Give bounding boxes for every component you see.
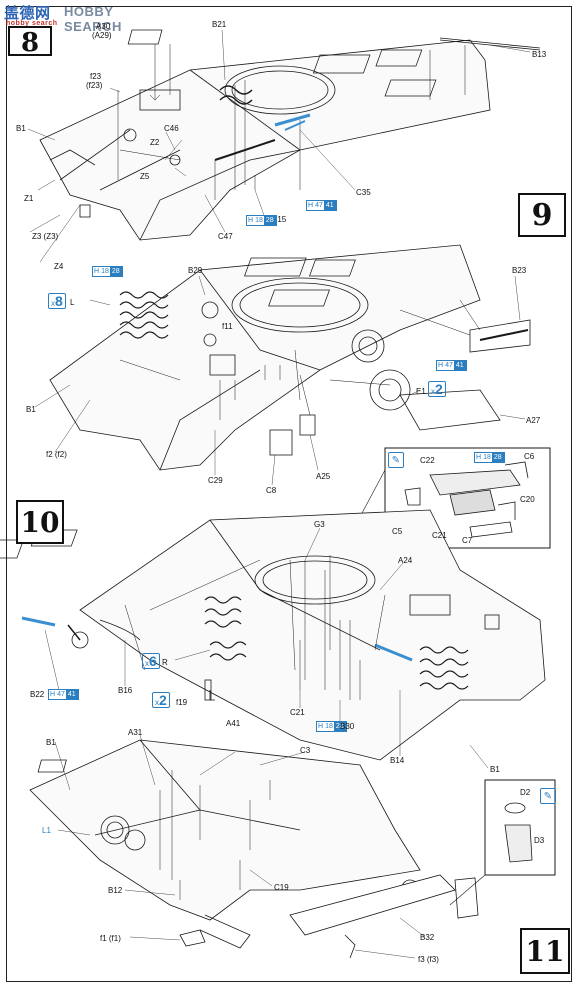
- page-border: [6, 6, 572, 982]
- part-label-z5: Z5: [140, 172, 150, 181]
- part-label-l1: L1: [42, 826, 51, 835]
- part-label-b1: B1: [16, 124, 26, 133]
- leader-lines: [27, 29, 531, 959]
- part-label-z4: Z4: [54, 262, 64, 271]
- part-label-f3: f3 (f3): [418, 955, 439, 964]
- step-number-8: 8: [8, 26, 52, 56]
- part-label-f2: f2 (f2): [46, 450, 67, 459]
- part-label-f19: f19: [176, 698, 188, 707]
- part-label-b30: B30: [340, 722, 355, 731]
- part-label-b12: B12: [108, 886, 123, 895]
- step-8-hull: [39, 29, 541, 241]
- part-label-b15: B15: [272, 215, 287, 224]
- part-label-d3: D3: [534, 836, 545, 845]
- watermark-en: HOBBY SEARCH: [64, 4, 122, 34]
- part-label-b22: B22: [30, 690, 45, 699]
- part-label-b1: B1: [26, 405, 36, 414]
- part-label-z2: Z2: [150, 138, 160, 147]
- part-label-a24: A24: [398, 556, 413, 565]
- part-label-l: L: [70, 298, 75, 307]
- watermark-sub: hobby search: [6, 20, 58, 27]
- part-label-c8: C8: [266, 486, 277, 495]
- watermark-logo: 盖德网 HOBBY SEARCH hobby search: [0, 0, 170, 34]
- part-label-a31: A31: [128, 728, 143, 737]
- step-number-9: 9: [518, 193, 566, 237]
- part-label-z1: Z1: [24, 194, 34, 203]
- part-label-c3: C3: [300, 746, 311, 755]
- step-11-inset: [449, 779, 556, 919]
- part-label-a30: A30: [96, 22, 111, 31]
- part-label-b13: B13: [532, 50, 547, 59]
- glue-hint-icon: ✎: [388, 452, 404, 468]
- part-label-a25: A25: [316, 472, 331, 481]
- part-label-c20: C20: [520, 495, 535, 504]
- part-label-b23: B23: [512, 266, 527, 275]
- watermark-cn: 盖德网: [4, 5, 51, 22]
- part-label-r: R: [162, 658, 168, 667]
- part-label-f23: f23: [90, 72, 102, 81]
- part-label-b1: B1: [490, 765, 500, 774]
- part-label-b16: B16: [118, 686, 133, 695]
- part-label-b21: B21: [212, 20, 227, 29]
- part-label-c21: C21: [290, 708, 305, 717]
- part-label-c35: C35: [356, 188, 371, 197]
- part-label-f1: f1 (f1): [100, 934, 121, 943]
- part-label-a29: (A29): [92, 31, 112, 40]
- part-label-c46: C46: [164, 124, 179, 133]
- part-label-c21: C21: [432, 531, 447, 540]
- part-label-c29: C29: [208, 476, 223, 485]
- step-number-10: 10: [16, 500, 64, 544]
- part-label-a27: A27: [526, 416, 541, 425]
- part-label-f23-alt: (f23): [86, 81, 103, 90]
- step-number-11: 11: [520, 928, 570, 974]
- part-label-c5: C5: [392, 527, 403, 536]
- part-label-c19: C19: [274, 883, 289, 892]
- part-label-b1: B1: [46, 738, 56, 747]
- part-label-c6: C6: [524, 452, 535, 461]
- step-9-hull: [49, 244, 531, 471]
- part-label-b29: B29: [188, 266, 203, 275]
- part-label-g3: G3: [314, 520, 325, 529]
- part-label-e1: E1: [416, 387, 426, 396]
- part-label-c22: C22: [420, 456, 435, 465]
- part-label-b14: B14: [390, 756, 405, 765]
- part-label-a41: A41: [226, 719, 241, 728]
- step-11-hull: [29, 739, 456, 959]
- part-label-d2: D2: [520, 788, 531, 797]
- part-label-z3: Z3 (Z3): [32, 232, 59, 241]
- part-label-c7: C7: [462, 536, 473, 545]
- part-label-c47: C47: [218, 232, 233, 241]
- part-label-f11: f11: [222, 322, 233, 331]
- glue-hint-icon: ✎: [540, 788, 556, 804]
- part-label-b32: B32: [420, 933, 435, 942]
